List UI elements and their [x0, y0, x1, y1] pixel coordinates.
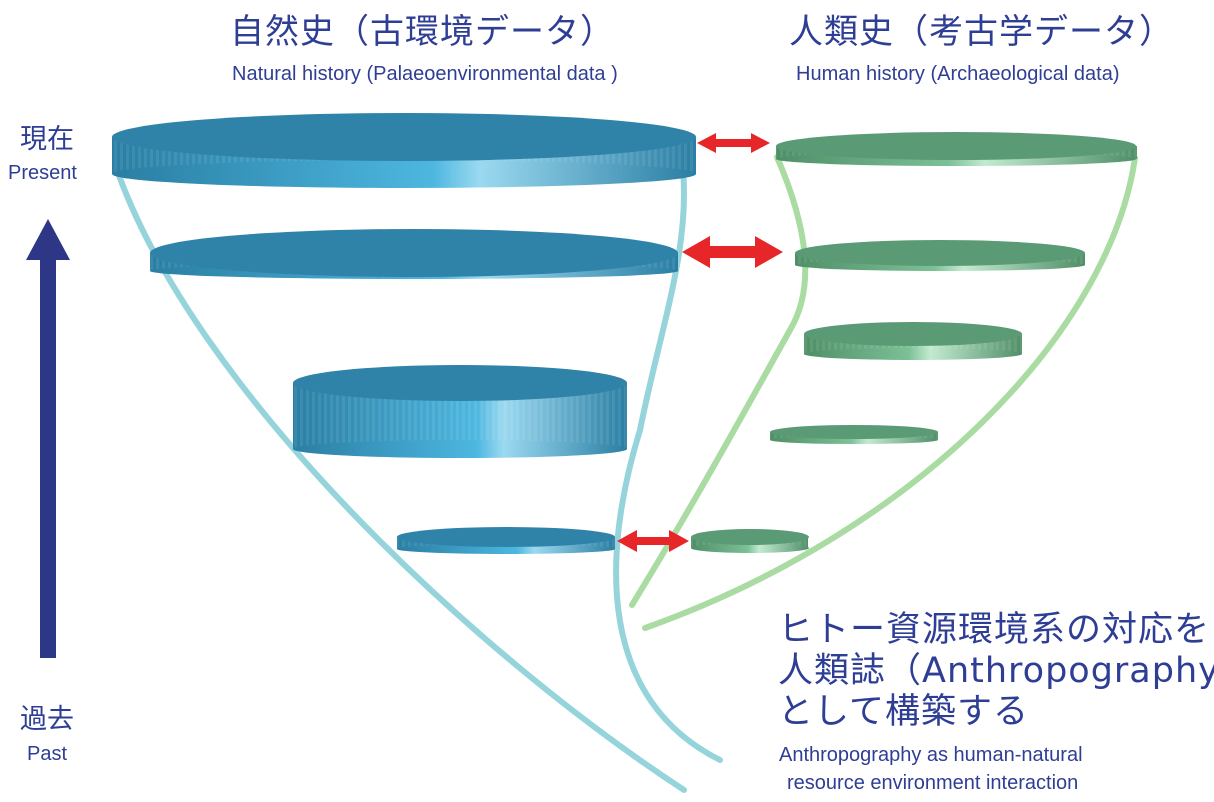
- interaction-arrow-past: [617, 530, 689, 552]
- human-disk-4: [770, 425, 938, 444]
- natural-disk-1: [112, 113, 696, 188]
- description-jp-line-1: ヒトー資源環境系の対応を: [778, 610, 1211, 650]
- natural-disk-4: [397, 527, 615, 554]
- interaction-arrow-middle: [682, 236, 783, 268]
- human-disk-2: [795, 240, 1085, 271]
- human-disk-5: [691, 529, 809, 553]
- natural-disk-2: [150, 229, 678, 279]
- present-label-en: Present: [8, 162, 77, 184]
- human-history-title-en: Human history (Archaeological data): [796, 63, 1120, 85]
- natural-history-title-jp: 自然史（古環境データ）: [230, 12, 615, 52]
- description-jp-line-3: として構築する: [778, 692, 1029, 732]
- present-label-jp: 現在: [20, 124, 74, 155]
- description-en-line-2: resource environment interaction: [787, 772, 1079, 794]
- timeline-arrow: [26, 219, 70, 658]
- human-history-title-jp: 人類史（考古学データ）: [789, 12, 1174, 52]
- description-jp-line-2: 人類誌（Anthropography）: [778, 651, 1214, 691]
- natural-disk-3: [293, 365, 627, 458]
- human-disk-3: [804, 322, 1022, 360]
- past-label-jp: 過去: [20, 704, 74, 735]
- description-en-line-1: Anthropography as human-natural: [779, 744, 1083, 766]
- past-label-en: Past: [27, 743, 68, 765]
- human-disk-1: [776, 132, 1137, 166]
- human-funnel-right-line: [642, 155, 1138, 631]
- interaction-arrow-present: [697, 133, 770, 153]
- natural-funnel-right-line: [613, 167, 723, 763]
- human-funnel-left-line: [629, 154, 809, 608]
- natural-history-title-en: Natural history (Palaeoenvironmental dat…: [232, 63, 618, 85]
